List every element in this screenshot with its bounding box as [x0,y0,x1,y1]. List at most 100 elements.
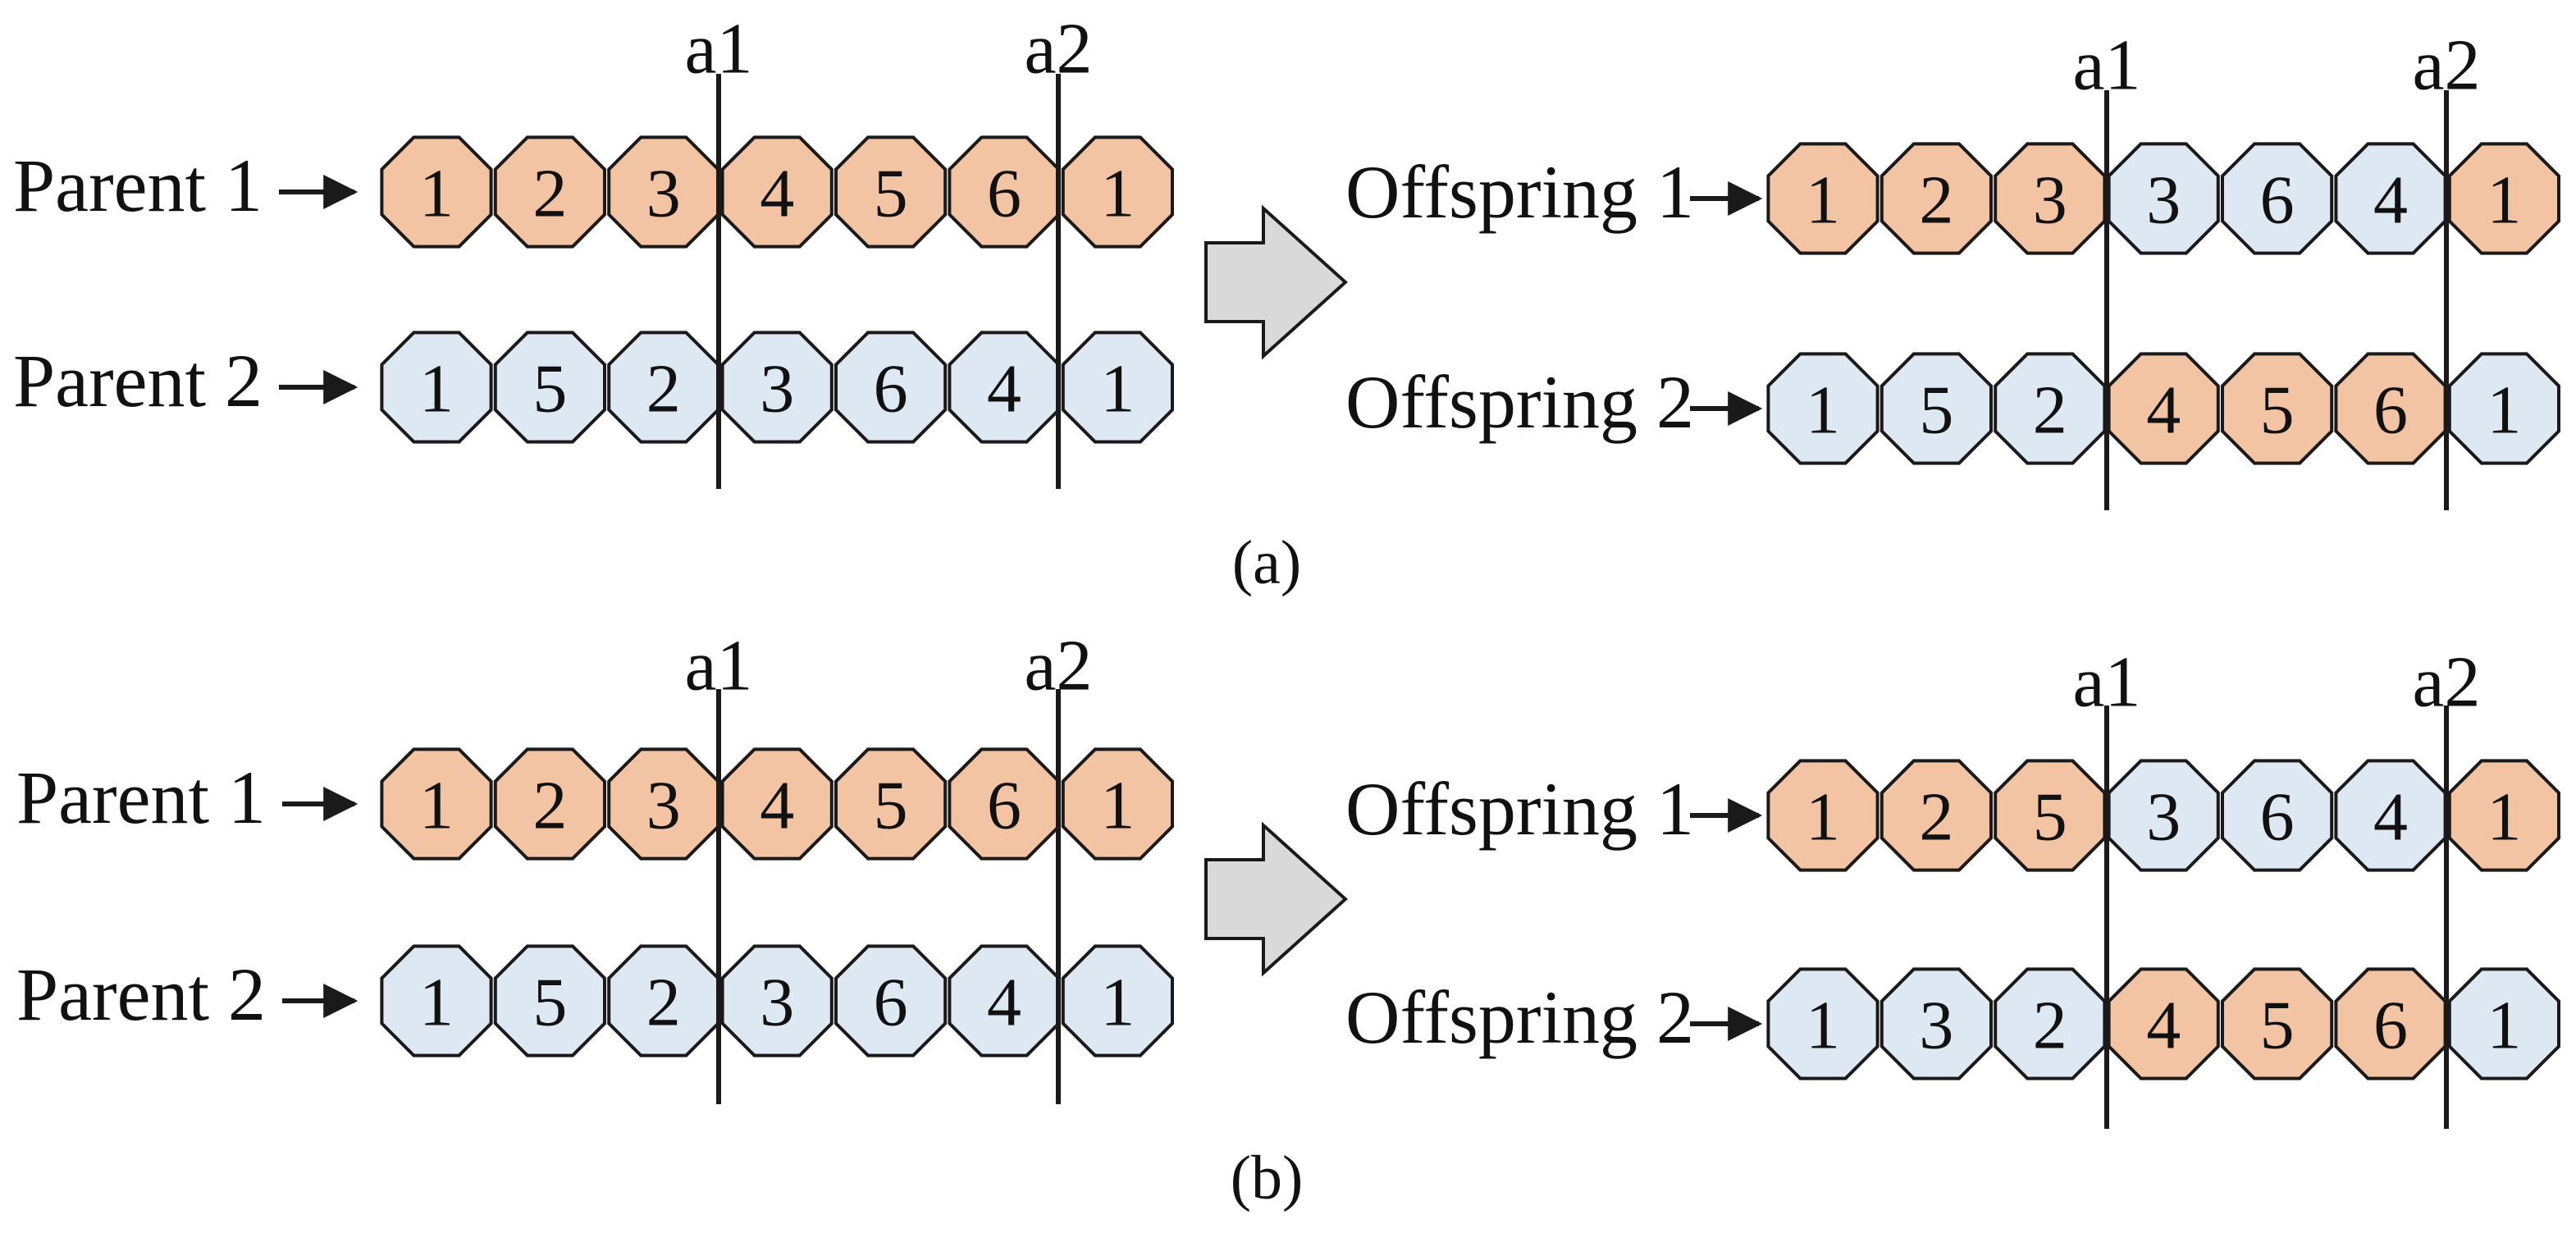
gene-value: 1 [1100,351,1135,427]
gene-octagon [2221,967,2334,1080]
gene-value: 3 [760,351,794,427]
gene-octagon [607,331,720,444]
gene-value: 1 [1100,768,1135,844]
gene-value: 2 [1919,162,1953,239]
gene-octagon [1766,759,1879,872]
gene-cell: 4 [948,331,1061,444]
gene-cell: 6 [834,331,948,444]
gene-value: 3 [760,965,794,1041]
gene-cell: 1 [380,135,493,249]
gene-value: 2 [532,768,567,844]
gene-octagon [720,944,834,1057]
gene-cell: 1 [1061,747,1174,861]
gene-octagon [834,747,948,861]
gene-octagon [2221,759,2334,872]
gene-octagon [1994,352,2107,465]
gene-octagon [948,135,1061,249]
gene-cell: 1 [380,944,493,1057]
gene-value: 1 [1806,162,1840,239]
gene-cell: 1 [1766,352,1879,465]
gene-octagon [1879,759,1993,872]
gene-cell: 6 [2334,967,2447,1080]
gene-octagon [1994,142,2107,255]
gene-cell: 3 [720,331,834,444]
gene-value: 4 [2373,162,2408,239]
gene-octagon [834,331,948,444]
gene-octagon [2221,142,2334,255]
gene-value: 1 [2487,988,2521,1064]
gene-cell: 1 [1061,944,1174,1057]
gene-octagon [1061,944,1174,1057]
gene-cell: 2 [1879,142,1993,255]
gene-value: 5 [2260,988,2295,1064]
gene-cell: 4 [2334,759,2447,872]
gene-value: 1 [2487,372,2521,449]
gene-value: 1 [419,156,454,232]
cut-label-a1: a1 [2072,643,2140,723]
cut-label-a2: a2 [2412,643,2480,723]
cut-label-a1: a1 [684,627,752,706]
parent-label: Parent 1 [16,756,266,839]
gene-value: 4 [987,965,1021,1041]
gene-value: 1 [2487,162,2521,239]
gene-octagon [1879,352,1993,465]
parent-label: Parent 2 [13,339,263,422]
gene-value: 5 [2260,372,2295,449]
gene-cell: 4 [2334,142,2447,255]
gene-value: 1 [2487,779,2521,856]
gene-value: 1 [419,768,454,844]
gene-cell: 3 [720,944,834,1057]
gene-octagon [493,135,606,249]
gene-value: 5 [532,965,567,1041]
gene-cell: 6 [834,944,948,1057]
gene-value: 2 [2033,372,2067,449]
gene-value: 6 [987,156,1021,232]
gene-value: 5 [532,351,567,427]
gene-cell: 3 [1994,142,2107,255]
gene-cell: 4 [2107,967,2220,1080]
gene-value: 3 [1919,988,1953,1064]
gene-cell: 1 [2447,142,2560,255]
gene-octagon [493,331,606,444]
gene-cell: 2 [1879,759,1993,872]
gene-value: 1 [1806,779,1840,856]
gene-octagon [607,944,720,1057]
gene-cell: 1 [380,331,493,444]
gene-octagon [2334,142,2447,255]
gene-octagon [1061,331,1174,444]
gene-cell: 2 [1994,967,2107,1080]
gene-value: 4 [2373,779,2408,856]
gene-value: 1 [1806,988,1840,1064]
gene-octagon [1061,135,1174,249]
gene-value: 5 [874,768,908,844]
gene-value: 2 [1919,779,1953,856]
gene-cell: 5 [834,747,948,861]
gene-octagon [1994,759,2107,872]
cut-label-a1: a1 [684,10,752,89]
gene-cell: 3 [2107,142,2220,255]
gene-value: 1 [419,965,454,1041]
gene-cell: 2 [1994,352,2107,465]
gene-octagon [2447,967,2560,1080]
gene-octagon [380,331,493,444]
gene-cell: 5 [493,331,606,444]
parent-label: Parent 1 [13,144,263,227]
gene-cell: 3 [607,135,720,249]
gene-cell: 5 [2221,352,2334,465]
gene-octagon [380,747,493,861]
gene-value: 6 [874,351,908,427]
gene-octagon [720,135,834,249]
gene-value: 6 [2260,162,2295,239]
gene-value: 4 [987,351,1021,427]
gene-cell: 6 [2221,142,2334,255]
gene-cell: 2 [493,747,606,861]
cut-label-a1: a1 [2072,26,2140,106]
